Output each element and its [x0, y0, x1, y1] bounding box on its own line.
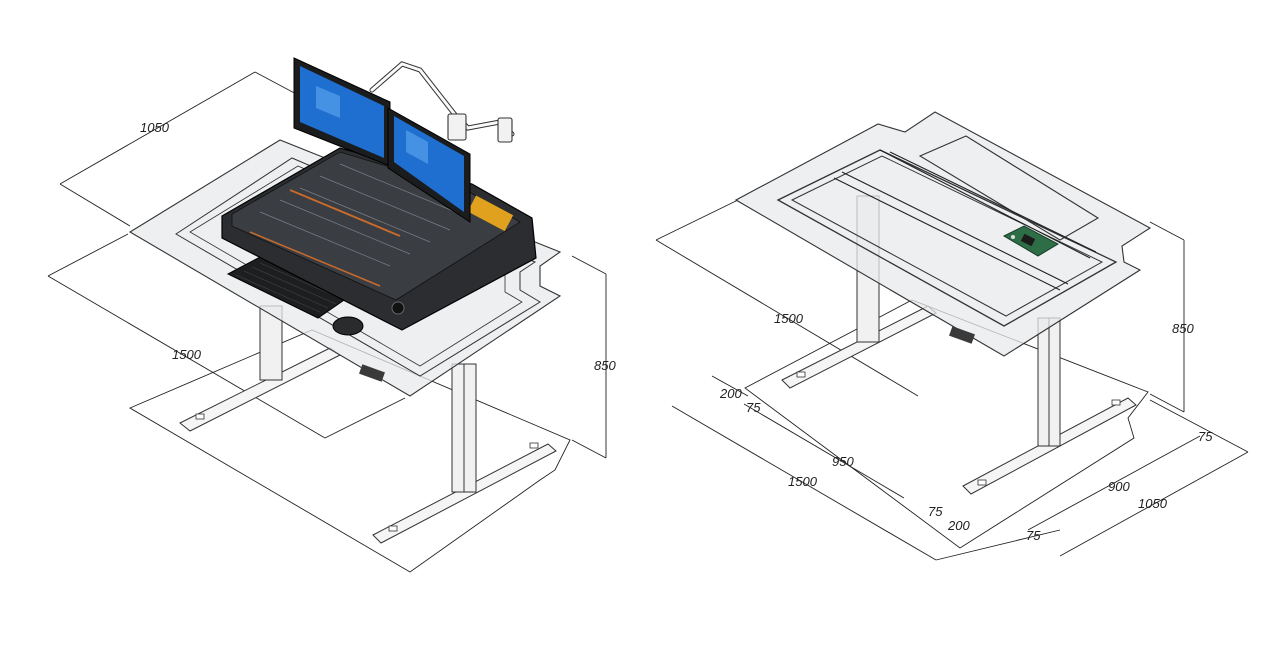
- left-foot-front-pad: [388, 525, 398, 532]
- right-dimension-lines: [655, 199, 1249, 561]
- left-floor-footprint: [129, 329, 571, 573]
- right-control-board: [1002, 225, 1060, 257]
- right-75-right-label: 75: [1198, 429, 1213, 444]
- right-75-mid-label: 75: [928, 504, 943, 519]
- left-foot-back-pad: [195, 413, 205, 420]
- right-height-label: 850: [1172, 321, 1194, 336]
- left-monitor-arm: [369, 61, 515, 143]
- right-control-box: [949, 326, 975, 344]
- right-outer-frame: [776, 149, 1118, 327]
- right-desktop-glass: [734, 111, 1152, 357]
- right-75-top-left-label: 75: [746, 400, 761, 415]
- right-width-top-label: 1500: [774, 311, 804, 326]
- left-depth-dimension: 1050: [59, 71, 301, 227]
- right-200-top-label: 200: [719, 386, 742, 401]
- left-height-label: 850: [594, 358, 616, 373]
- left-foot-front-pad-2: [529, 442, 539, 449]
- right-900-label: 900: [1108, 479, 1130, 494]
- left-monitor-2: [387, 107, 471, 223]
- left-depth-label: 1050: [140, 120, 170, 135]
- left-foot-front: [372, 443, 557, 544]
- right-1500-bottom-label: 1500: [788, 474, 818, 489]
- left-width-dimension: 1500: [47, 233, 406, 439]
- right-200-bottom-label: 200: [947, 518, 970, 533]
- right-950-label: 950: [832, 454, 854, 469]
- left-desk-view: 1050 1500 850: [47, 57, 616, 573]
- left-trackball: [391, 301, 405, 315]
- right-1050-label: 1050: [1138, 496, 1168, 511]
- right-desk-view: 1500 850 200 75 950 1500 75 200 75 900 1…: [655, 111, 1249, 561]
- right-75-bottom-label: 75: [1026, 528, 1041, 543]
- left-width-label: 1500: [172, 347, 202, 362]
- left-height-dimension: 850: [571, 255, 616, 459]
- left-mouse: [332, 316, 364, 336]
- left-control-box: [359, 364, 385, 382]
- left-monitor-1: [293, 57, 391, 167]
